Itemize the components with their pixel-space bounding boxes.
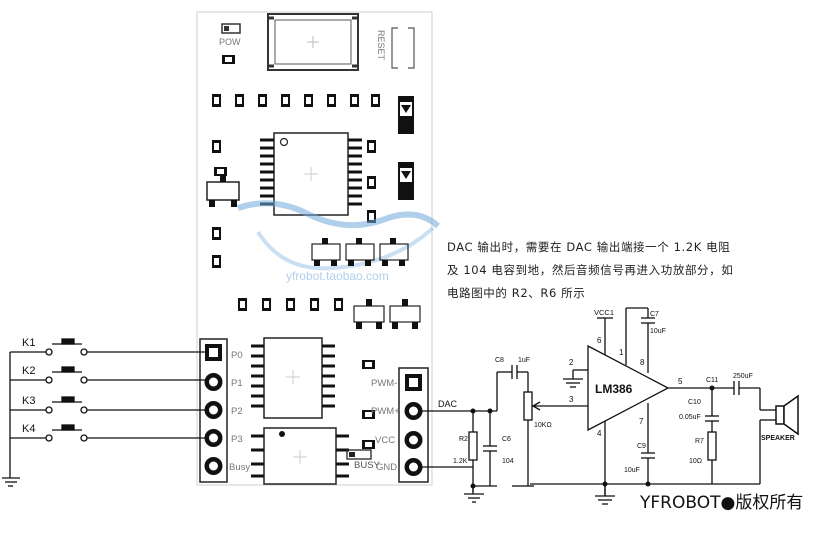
pin-7-label: 7 [639, 417, 644, 426]
note-line-2: 及 104 电容到地，然后音频信号再进入功放部分，如 [447, 263, 734, 277]
junction-dots [470, 385, 715, 489]
diode-1 [398, 96, 414, 134]
c10-value: 0.05uF [679, 414, 701, 421]
c6-label: C6 [502, 436, 511, 443]
key-label-k1: K1 [22, 337, 35, 349]
pin-label-pwm-minus: PWM- [371, 378, 397, 389]
c7-label: C7 [650, 311, 659, 318]
busy-led-label: BUSY [354, 460, 381, 471]
c8-value: 1uF [518, 357, 530, 364]
speaker-icon [775, 394, 799, 436]
c9-label: C9 [637, 443, 646, 450]
note-line-3: 电路图中的 R2、R6 所示 [447, 286, 586, 300]
pin-label-pwm-plus: PWM+ [371, 406, 400, 417]
reset-label: RESET [376, 30, 386, 61]
pin-label-vcc: VCC [375, 435, 395, 446]
watermark-text: yfrobot.taobao.com [286, 269, 389, 283]
pin-6-label: 6 [597, 336, 602, 345]
diode-2 [398, 162, 414, 200]
pot-value: 10KΩ [534, 422, 552, 429]
transistor-row-2 [353, 299, 421, 329]
pin-label-gnd: GND [376, 462, 397, 473]
r2-value: 1.2K [453, 458, 468, 465]
pin-5-label: 5 [678, 377, 683, 386]
watermark: yfrobot.taobao.com [237, 200, 441, 283]
pow-label: POW [219, 37, 241, 47]
pin-2-label: 2 [569, 358, 574, 367]
r7-value: 10Ω [689, 458, 702, 465]
c10-label: C10 [688, 399, 701, 406]
key-label-k3: K3 [22, 395, 35, 407]
busy-led [346, 449, 372, 460]
r2-label: R2 [459, 436, 468, 443]
pin-label-p3: P3 [231, 434, 243, 445]
right-header [398, 367, 429, 483]
amp-circuit-wires [422, 307, 776, 505]
copyright-text: YFROBOT●版权所有 [640, 493, 804, 513]
key-switches [2, 338, 205, 487]
pin-1-label: 1 [619, 348, 624, 357]
r7-label: R7 [695, 438, 704, 445]
c6-value: 104 [502, 458, 514, 465]
key-label-k4: K4 [22, 423, 35, 435]
note-line-1: DAC 输出时，需要在 DAC 输出端接一个 1.2K 电阻 [447, 240, 731, 254]
reset-bracket [391, 27, 415, 69]
pin-4-label: 4 [597, 429, 602, 438]
pin-label-p0: P0 [231, 350, 243, 361]
pin-label-p2: P2 [231, 406, 243, 417]
c11-label: C11 [706, 377, 718, 384]
c8-label: C8 [495, 357, 504, 364]
pin-label-busy: Busy [229, 462, 250, 473]
amp-label: LM386 [595, 382, 633, 396]
pin-3-label: 3 [569, 395, 574, 404]
transistor-row [311, 238, 409, 266]
pow-led [221, 23, 241, 34]
module-board: POW RESET [196, 11, 441, 486]
speaker-label: SPEAKER [761, 435, 795, 442]
pin-label-p1: P1 [231, 378, 243, 389]
ic-3 [251, 427, 349, 485]
vcc-label: VCC1 [594, 308, 614, 317]
c7-value: 10uF [650, 328, 666, 335]
ic-2 [251, 337, 335, 419]
pin-8-label: 8 [640, 358, 645, 367]
key-label-k2: K2 [22, 365, 35, 377]
c9-value: 10uF [624, 467, 640, 474]
dac-label: DAC [438, 399, 458, 409]
reset-button [267, 13, 359, 71]
c11-value: 250uF [733, 373, 753, 380]
left-header [199, 338, 228, 483]
transistor-left [206, 175, 240, 207]
dac-note: DAC 输出时，需要在 DAC 输出端接一个 1.2K 电阻 及 104 电容到… [447, 236, 777, 305]
